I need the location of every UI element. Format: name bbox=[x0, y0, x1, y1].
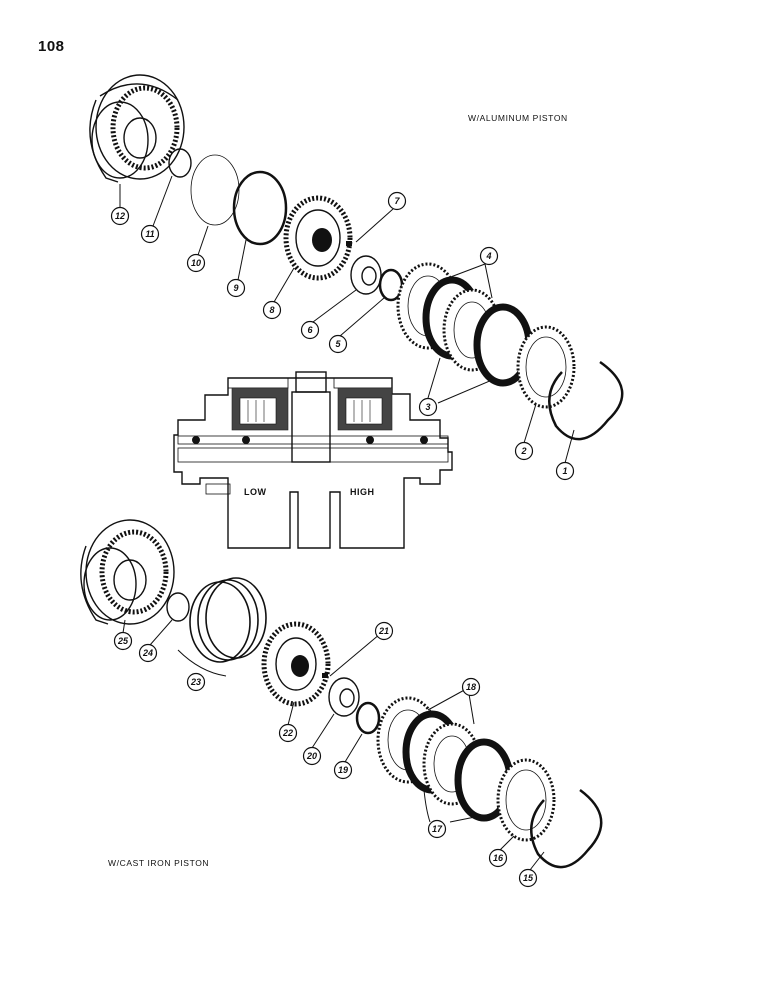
part-15-snap-ring bbox=[530, 788, 603, 869]
callout-22: 22 bbox=[278, 723, 298, 743]
callout-24: 24 bbox=[138, 643, 158, 663]
part-11-snap-ring bbox=[168, 148, 192, 178]
callout-17: 17 bbox=[427, 819, 447, 839]
svg-text:1: 1 bbox=[562, 466, 567, 476]
callout-19: 19 bbox=[333, 760, 353, 780]
bottom-assembly bbox=[80, 519, 603, 869]
part-1-snap-ring bbox=[548, 360, 624, 441]
callout-4: 4 bbox=[479, 246, 499, 266]
part-16-pressure-plate bbox=[496, 758, 556, 842]
callout-11: 11 bbox=[140, 224, 160, 244]
clutch-pack-bottom bbox=[376, 696, 514, 822]
callout-1: 1 bbox=[555, 461, 575, 481]
page-number: 108 bbox=[38, 38, 65, 55]
caption-aluminum-piston: W/ALUMINUM PISTON bbox=[468, 113, 568, 123]
callout-6: 6 bbox=[300, 320, 320, 340]
callout-3: 3 bbox=[418, 397, 438, 417]
callout-25: 25 bbox=[113, 631, 133, 651]
callout-20: 20 bbox=[302, 746, 322, 766]
section-view: LOW HIGH bbox=[173, 371, 453, 549]
caption-cast-iron-piston: W/CAST IRON PISTON bbox=[108, 858, 210, 868]
part-5-snap-ring bbox=[378, 268, 404, 302]
svg-text:2: 2 bbox=[520, 446, 526, 456]
callout-12: 12 bbox=[110, 206, 130, 226]
svg-text:21: 21 bbox=[378, 626, 389, 636]
section-label-high: HIGH bbox=[350, 487, 375, 497]
callout-21: 21 bbox=[374, 621, 394, 641]
svg-text:23: 23 bbox=[190, 677, 201, 687]
top-assembly bbox=[89, 74, 624, 441]
svg-text:17: 17 bbox=[432, 824, 443, 834]
part-2-pressure-plate bbox=[516, 325, 576, 409]
callout-2: 2 bbox=[514, 441, 534, 461]
part-23-piston-rings bbox=[177, 577, 267, 677]
svg-text:16: 16 bbox=[493, 853, 504, 863]
callout-9: 9 bbox=[226, 278, 246, 298]
part-9-piston-seal bbox=[232, 170, 288, 246]
part-12-clutch-drum bbox=[89, 74, 185, 183]
part-21-pin bbox=[322, 673, 328, 678]
callout-15: 15 bbox=[518, 868, 538, 888]
callout-7: 7 bbox=[387, 191, 407, 211]
part-6-retainer bbox=[350, 255, 382, 295]
svg-text:20: 20 bbox=[306, 751, 317, 761]
part-7-pin bbox=[346, 241, 352, 246]
svg-text:5: 5 bbox=[335, 339, 341, 349]
svg-text:9: 9 bbox=[233, 283, 238, 293]
leader-lines bbox=[119, 175, 575, 871]
svg-text:4: 4 bbox=[485, 251, 491, 261]
part-24-snap-ring bbox=[166, 592, 190, 622]
svg-text:11: 11 bbox=[145, 229, 154, 239]
part-22-piston bbox=[261, 621, 331, 707]
callout-8: 8 bbox=[262, 300, 282, 320]
svg-text:12: 12 bbox=[115, 211, 125, 221]
section-label-low: LOW bbox=[244, 487, 267, 497]
svg-text:22: 22 bbox=[282, 728, 293, 738]
part-25-clutch-drum bbox=[80, 519, 175, 625]
part-10-seal bbox=[190, 154, 240, 226]
callout-10: 10 bbox=[186, 253, 206, 273]
svg-text:3: 3 bbox=[425, 402, 430, 412]
svg-text:25: 25 bbox=[117, 636, 129, 646]
svg-text:10: 10 bbox=[191, 258, 201, 268]
clutch-pack-top bbox=[396, 262, 533, 387]
svg-text:6: 6 bbox=[307, 325, 313, 335]
svg-text:15: 15 bbox=[523, 873, 534, 883]
callout-5: 5 bbox=[328, 334, 348, 354]
svg-text:7: 7 bbox=[394, 196, 400, 206]
part-19-snap-ring bbox=[355, 701, 381, 735]
part-8-piston bbox=[283, 195, 353, 281]
part-20-retainer bbox=[328, 677, 360, 717]
svg-text:8: 8 bbox=[269, 305, 274, 315]
svg-text:18: 18 bbox=[466, 682, 476, 692]
svg-text:24: 24 bbox=[142, 648, 153, 658]
callout-18: 18 bbox=[461, 677, 481, 697]
callout-23: 23 bbox=[186, 672, 206, 692]
svg-text:19: 19 bbox=[338, 765, 348, 775]
callout-16: 16 bbox=[488, 848, 508, 868]
